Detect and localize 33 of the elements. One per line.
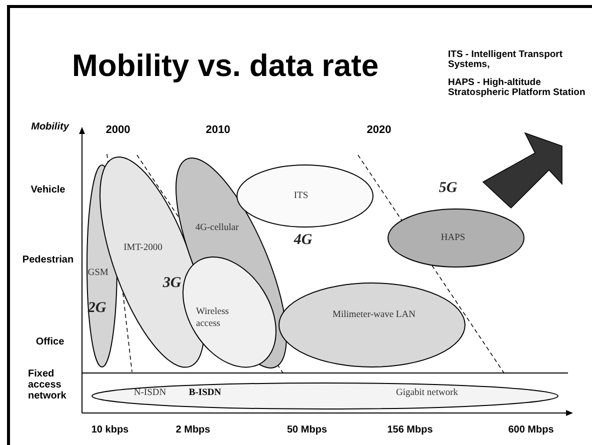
ellipse-region	[92, 383, 558, 409]
axis-tick-label: 156 Mbps	[387, 424, 433, 438]
axis-tick-label: Pedestrian	[22, 254, 74, 268]
axis-title: Mobility	[31, 120, 69, 134]
axis-tick-label: Fixed access network	[28, 368, 68, 402]
ellipse-region	[237, 165, 373, 227]
region-label: N-ISDN	[134, 386, 166, 400]
region-label: Wireless access	[196, 306, 230, 330]
region-label: ITS	[294, 190, 308, 203]
generation-label: 3G	[162, 274, 182, 293]
axis-tick-label: Vehicle	[30, 184, 66, 198]
axis-tick-label: 2 Mbps	[176, 424, 210, 438]
definition-note: HAPS - High-altitude Stratospheric Platform Station	[448, 78, 586, 98]
year-label: 2010	[206, 122, 230, 138]
axis-tick-label: Office	[36, 336, 64, 350]
axis-tick-label: 50 Mbps	[287, 424, 327, 438]
year-label: 2000	[106, 122, 130, 138]
generation-label: 5G	[438, 178, 458, 198]
axis-tick-label: 10 kbps	[91, 424, 129, 438]
year-label: 2020	[366, 122, 392, 138]
definition-note: ITS - Intelligent Transport Systems,	[448, 50, 564, 70]
ellipse-region	[388, 209, 524, 267]
ellipse-region	[279, 283, 465, 367]
region-label: Milimeter-wave LAN	[332, 308, 416, 322]
axis-tick-label: 600 Mbps	[508, 424, 554, 438]
region-label: B-ISDN	[188, 386, 222, 400]
region-label: HAPS	[440, 232, 466, 245]
title: Mobility vs. data rate	[72, 48, 379, 84]
region-label: IMT-2000	[124, 242, 162, 255]
region-label: GSM	[88, 266, 108, 280]
region-label: Gigabit network	[396, 386, 458, 400]
generation-label: 4G	[294, 230, 312, 250]
region-label: 4G-cellular	[195, 222, 239, 235]
